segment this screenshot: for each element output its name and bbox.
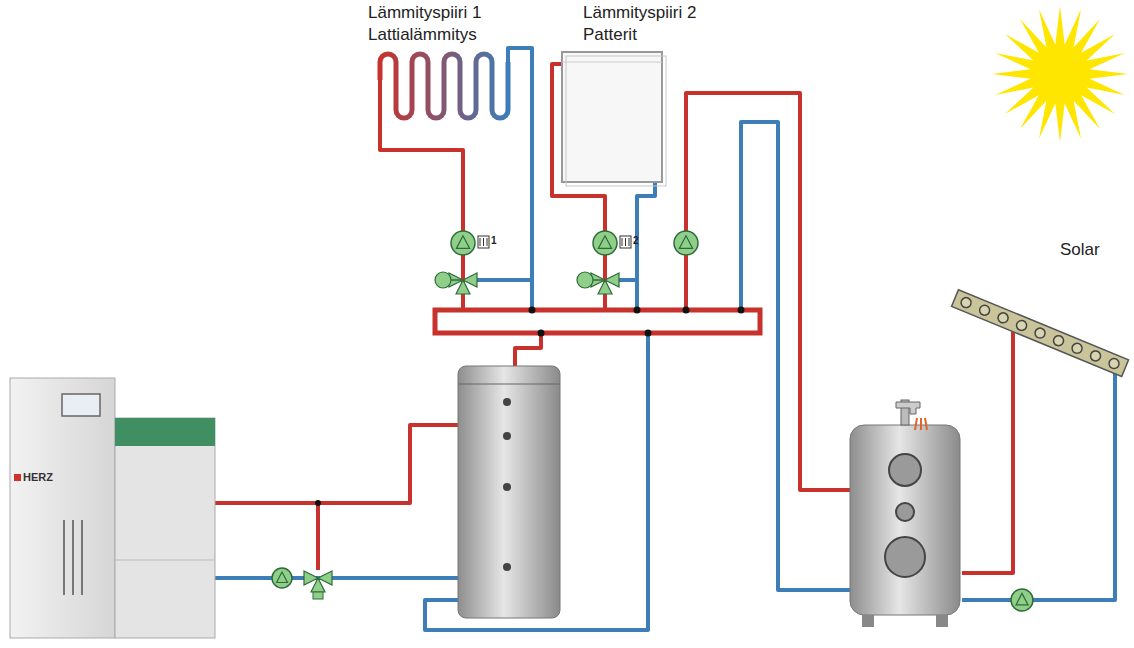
return-pipe	[741, 122, 850, 590]
radiator	[562, 52, 666, 186]
supply-pipe	[515, 333, 541, 368]
buffer-tank	[458, 366, 560, 618]
mixing-valve	[435, 272, 477, 294]
circuit-number: 2	[633, 235, 639, 247]
circuit-name: Patterit	[583, 25, 637, 45]
brand-logo: HERZ	[23, 471, 53, 484]
bypass-pipe	[316, 503, 320, 570]
circulation-pump	[674, 231, 698, 255]
circuit-name: Lattialämmitys	[368, 25, 477, 45]
circulation-pump	[1011, 589, 1033, 611]
solar-label: Solar	[1060, 240, 1100, 260]
supply-pipe	[686, 93, 850, 490]
solar-supply-pipe	[962, 322, 1013, 573]
circuit-title: Lämmityspiiri 1	[368, 3, 481, 23]
return-pipe	[425, 333, 648, 630]
return-pipe	[637, 182, 655, 310]
valve-actuator	[313, 592, 323, 599]
circuit-number: 1	[491, 235, 497, 247]
circuit-title: Lämmityspiiri 2	[583, 3, 696, 23]
return-pipe	[215, 576, 458, 580]
radiator-icon	[620, 236, 631, 248]
manifold	[435, 310, 760, 333]
circulation-pump	[593, 231, 617, 255]
bypass-pipe	[470, 278, 532, 282]
floor-heating-coil	[380, 54, 508, 118]
circulation-pump	[272, 568, 292, 588]
mixing-valve	[304, 571, 332, 592]
pellet-boiler	[10, 378, 215, 638]
sun	[992, 6, 1128, 142]
solar-return-pipe	[962, 364, 1115, 600]
return-pipe	[508, 48, 532, 310]
circulation-pump	[451, 231, 475, 255]
mixing-valve	[577, 272, 619, 294]
supply-pipe	[215, 425, 458, 503]
radiator-icon	[478, 236, 489, 248]
hot-water-tank	[850, 400, 960, 627]
solar-collector	[952, 290, 1129, 377]
